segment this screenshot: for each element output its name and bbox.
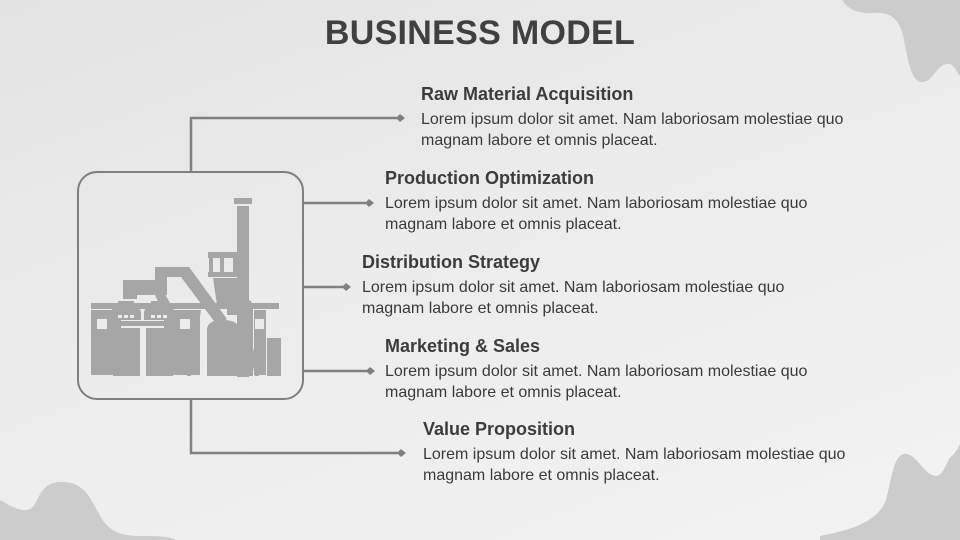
item-description: Lorem ipsum dolor sit amet. Nam laborios… (385, 195, 808, 233)
item-distribution-strategy: Distribution Strategy Lorem ipsum dolor … (362, 251, 822, 319)
item-description: Lorem ipsum dolor sit amet. Nam laborios… (421, 111, 844, 149)
item-heading: Value Proposition (423, 419, 576, 439)
connector-dot-2 (365, 199, 374, 207)
item-description: Lorem ipsum dolor sit amet. Nam laborios… (362, 279, 785, 317)
decorative-blob-bottom-left (0, 482, 176, 540)
item-marketing-sales: Marketing & Sales Lorem ipsum dolor sit … (385, 335, 845, 403)
item-description: Lorem ipsum dolor sit amet. Nam laborios… (423, 446, 846, 484)
item-raw-material-acquisition: Raw Material Acquisition Lorem ipsum dol… (421, 83, 881, 151)
factory-icon (91, 198, 281, 377)
connector-dot-5 (397, 449, 406, 457)
item-value-proposition: Value Proposition Lorem ipsum dolor sit … (423, 418, 883, 486)
connector-dot-1 (396, 114, 405, 122)
item-description: Lorem ipsum dolor sit amet. Nam laborios… (385, 363, 808, 401)
item-heading: Marketing & Sales (385, 336, 541, 356)
decorative-blob-bottom-right (820, 444, 960, 540)
icon-frame (77, 171, 304, 400)
slide-title: BUSINESS MODEL (324, 14, 636, 52)
item-heading: Production Optimization (385, 168, 594, 188)
item-heading: Raw Material Acquisition (421, 84, 634, 104)
connector-dot-3 (342, 283, 351, 291)
decorative-blob-top-right (842, 0, 960, 83)
item-production-optimization: Production Optimization Lorem ipsum dolo… (385, 167, 845, 235)
item-heading: Distribution Strategy (362, 252, 541, 272)
connector-dot-4 (366, 367, 375, 375)
